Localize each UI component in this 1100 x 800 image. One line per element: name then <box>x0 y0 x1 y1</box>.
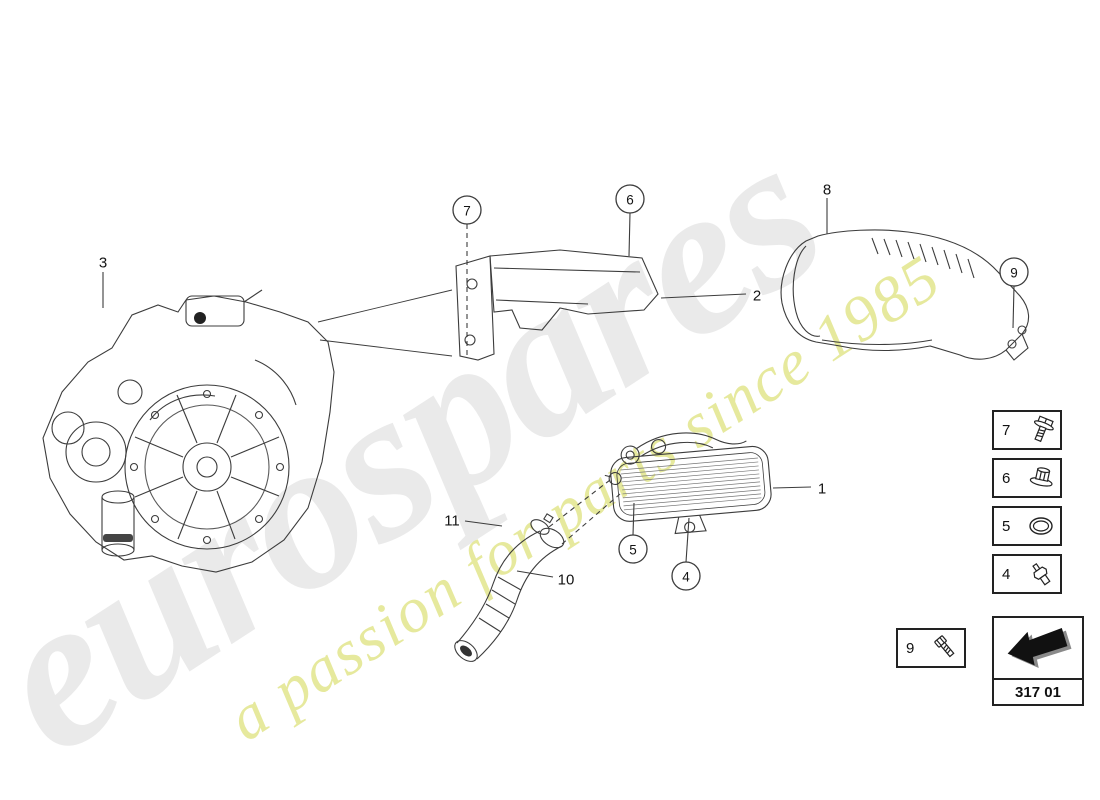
legend-item-4[interactable]: 4 <box>992 554 1062 594</box>
legend-num-6: 6 <box>1002 469 1011 487</box>
callout-11[interactable]: 11 <box>444 513 460 530</box>
callout-5[interactable]: 5 <box>618 534 648 564</box>
svg-text:4: 4 <box>682 570 690 585</box>
legend-item-7[interactable]: 7 <box>992 410 1062 450</box>
breather-fitting-icon <box>1027 561 1055 587</box>
svg-text:9: 9 <box>1010 266 1018 281</box>
flange-nut-icon <box>1029 465 1055 491</box>
callout-6[interactable]: 6 <box>615 184 645 214</box>
svg-text:6: 6 <box>626 193 634 208</box>
socket-bolt-icon <box>933 634 959 662</box>
callout-3[interactable]: 3 <box>99 255 107 272</box>
o-ring-icon <box>1027 514 1055 538</box>
callout-4[interactable]: 4 <box>671 561 701 591</box>
leader-lines <box>102 198 1015 578</box>
diagram-code: 317 01 <box>992 678 1084 706</box>
oil-cooler-drawing <box>604 432 772 535</box>
back-arrow-button[interactable] <box>992 616 1084 680</box>
legend-num-9: 9 <box>906 639 915 657</box>
gearbox-drawing <box>42 289 453 573</box>
callout-1[interactable]: 1 <box>818 481 826 498</box>
legend-item-5[interactable]: 5 <box>992 506 1062 546</box>
svg-text:7: 7 <box>463 204 471 219</box>
hose-drawing <box>454 479 621 662</box>
back-arrow-icon <box>999 624 1077 672</box>
callout-7[interactable]: 7 <box>452 195 482 225</box>
callout-8[interactable]: 8 <box>823 182 831 199</box>
air-duct-drawing <box>780 229 1030 361</box>
legend-item-9[interactable]: 9 <box>896 628 966 668</box>
heat-shield-drawing <box>455 249 659 361</box>
callout-9[interactable]: 9 <box>999 257 1029 287</box>
callout-10[interactable]: 10 <box>558 572 575 589</box>
legend-num-5: 5 <box>1002 517 1011 535</box>
legend-num-4: 4 <box>1002 565 1011 583</box>
legend-item-6[interactable]: 6 <box>992 458 1062 498</box>
svg-text:5: 5 <box>629 543 637 558</box>
hex-flange-bolt-icon <box>1029 415 1055 445</box>
legend-num-7: 7 <box>1002 421 1011 439</box>
callout-2[interactable]: 2 <box>753 288 761 305</box>
